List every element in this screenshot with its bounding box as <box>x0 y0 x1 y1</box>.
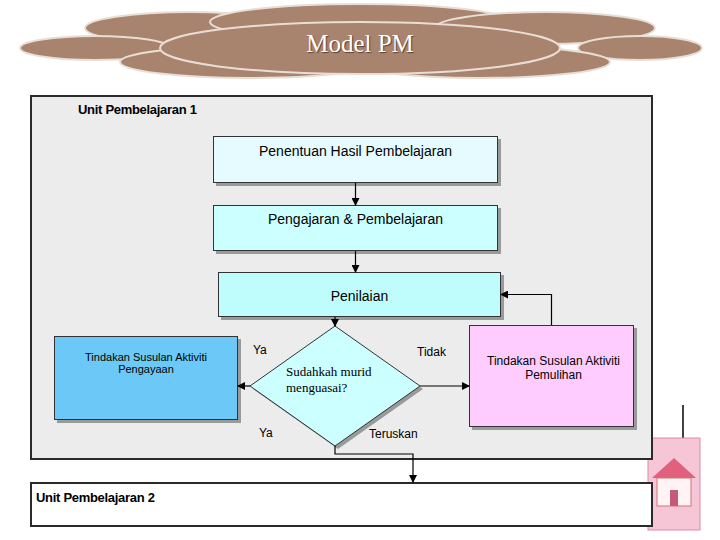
process-box: Tindakan Susulan Aktiviti Pemulihan <box>469 325 634 427</box>
node-text: Pengajaran & Pembelajaran <box>214 211 497 227</box>
process-box: Penilaian <box>218 272 501 317</box>
house-picture <box>648 438 700 530</box>
unit-frame: Unit Pembelajaran 1 Penentuan Hasil Pembe… <box>30 95 653 460</box>
branch-label: Teruskan <box>369 427 418 441</box>
node-text: Penilaian <box>219 288 500 304</box>
unit-frame: Unit Pembelajaran 2 <box>30 482 653 527</box>
branch-label: Tidak <box>417 345 446 359</box>
node-text: Penentuan Hasil Pembelajaran <box>214 143 497 159</box>
process-box: Pengajaran & Pembelajaran <box>213 205 498 251</box>
node-text: Sudahkah murid menguasai? <box>286 364 396 396</box>
node-text: Unit Pembelajaran 2 <box>36 490 155 505</box>
branch-label: Ya <box>259 426 273 440</box>
slide-title: Model PM <box>0 30 720 58</box>
process-box: Tindakan Susulan Aktiviti Pengayaan <box>54 336 238 420</box>
node-text: Unit Pembelajaran 1 <box>78 102 197 117</box>
branch-label: Ya <box>253 343 267 357</box>
process-box: Penentuan Hasil Pembelajaran <box>213 136 498 183</box>
node-text: Tindakan Susulan Aktiviti Pemulihan <box>482 354 625 382</box>
node-text: Tindakan Susulan Aktiviti Pengayaan <box>63 351 229 375</box>
